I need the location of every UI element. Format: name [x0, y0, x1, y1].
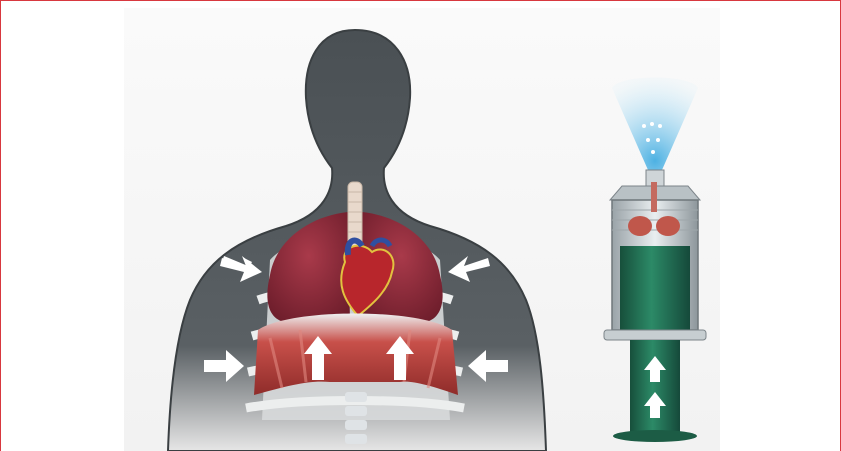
- syringe-plunger-head: [620, 246, 690, 330]
- syringe-plunger-rod: [630, 340, 680, 432]
- syringe: [604, 78, 706, 443]
- spray-mist: [612, 78, 698, 171]
